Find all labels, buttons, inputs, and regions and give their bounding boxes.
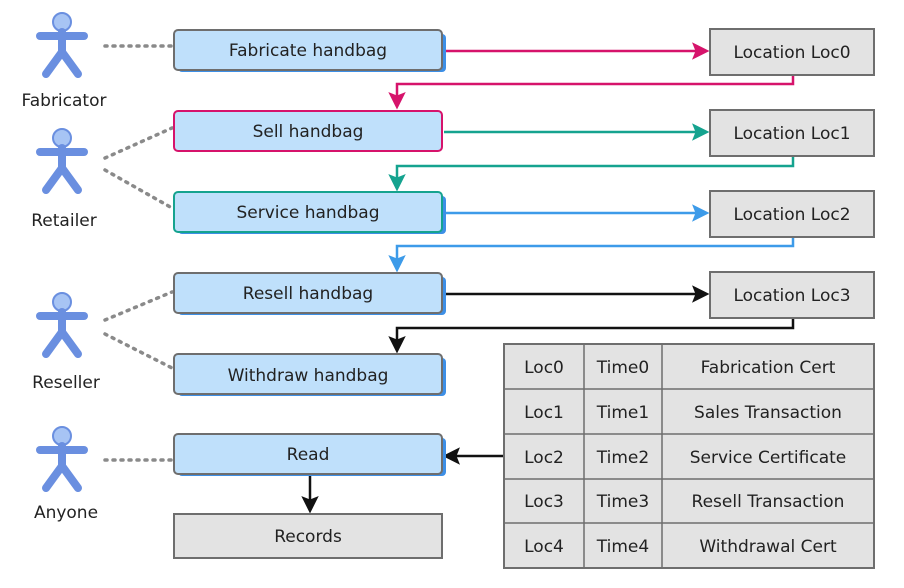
action-resell-label: Resell handbag: [243, 284, 373, 304]
action-fabricate-label: Fabricate handbag: [229, 41, 387, 61]
ledger-cell-time: Time4: [596, 537, 649, 557]
location-loc0-box: Location Loc0: [709, 28, 875, 76]
arrow-loc3-to-withdraw: [388, 318, 795, 354]
retailer-icon: [36, 128, 88, 194]
action-withdraw-label: Withdraw handbag: [228, 366, 389, 386]
actor-label-anyone: Anyone: [34, 503, 98, 523]
action-sell-box[interactable]: Sell handbag: [173, 110, 443, 152]
ledger-cell-record: Fabrication Cert: [701, 358, 836, 378]
ledger-table: Loc0 Time0 Fabrication Cert Loc1 Time1 S…: [503, 343, 875, 569]
location-loc3-rect: [709, 271, 875, 319]
ledger-grid: [504, 344, 874, 568]
action-service-rect: [173, 191, 443, 233]
location-loc3-label: Location Loc3: [733, 286, 850, 306]
ledger-cell-record: Resell Transaction: [692, 492, 845, 512]
ledger-cell-time: Time2: [596, 448, 649, 468]
location-loc1-label: Location Loc1: [733, 124, 850, 144]
association-reseller-withdraw: [103, 332, 174, 370]
association-lines: [103, 44, 174, 462]
ledger-cell-location: Loc3: [524, 492, 564, 512]
ledger-cell-location: Loc0: [524, 358, 564, 378]
ledger-cell-location: Loc1: [524, 403, 564, 423]
ledger-cell-record: Sales Transaction: [694, 403, 842, 423]
actor-label-retailer: Retailer: [31, 211, 97, 231]
arrow-loc1-to-service: [388, 156, 795, 192]
action-sell-label: Sell handbag: [253, 122, 364, 142]
ledger-row: Loc3 Time3 Resell Transaction: [524, 492, 844, 512]
ledger-cell-time: Time3: [596, 492, 649, 512]
reseller-icon: [36, 292, 88, 358]
action-fabricate-box[interactable]: Fabricate handbag: [173, 29, 446, 72]
association-retailer-sell: [103, 126, 174, 160]
action-read-label: Read: [287, 445, 330, 465]
ledger-row: Loc2 Time2 Service Certificate: [524, 448, 846, 468]
association-reseller-resell: [103, 290, 174, 322]
action-withdraw-rect: [173, 353, 443, 395]
records-label: Records: [274, 527, 342, 547]
ledger-row: Loc1 Time1 Sales Transaction: [524, 403, 842, 423]
ledger-table-frame: [503, 343, 875, 569]
action-withdraw-box[interactable]: Withdraw handbag: [173, 353, 446, 396]
location-loc0-rect: [709, 28, 875, 76]
records-box: Records: [173, 513, 443, 559]
actor-reseller: Reseller: [32, 292, 100, 393]
ledger-row: Loc4 Time4 Withdrawal Cert: [524, 537, 837, 557]
ledger-cell-record: Withdrawal Cert: [699, 537, 837, 557]
actor-retailer: Retailer: [31, 128, 97, 231]
anyone-icon: [36, 426, 88, 492]
location-loc1-rect: [709, 109, 875, 157]
actor-label-reseller: Reseller: [32, 373, 100, 393]
ledger-cell-time: Time0: [596, 358, 649, 378]
action-sell-rect: [173, 110, 443, 152]
action-resell-rect: [173, 272, 443, 314]
association-retailer-service: [103, 168, 174, 210]
ledger-cell-location: Loc2: [524, 448, 564, 468]
ledger-cell-location: Loc4: [524, 537, 564, 557]
location-loc2-box: Location Loc2: [709, 190, 875, 238]
location-loc1-box: Location Loc1: [709, 109, 875, 157]
ledger-cell-record: Service Certificate: [690, 448, 847, 468]
action-service-label: Service handbag: [237, 203, 380, 223]
action-read-rect: [173, 433, 443, 475]
records-rect: [173, 513, 443, 559]
fabricator-icon: [36, 12, 88, 78]
arrow-loc2-to-resell: [388, 237, 795, 273]
actor-anyone: Anyone: [34, 426, 98, 523]
ledger-cell-time: Time1: [596, 403, 649, 423]
action-service-box[interactable]: Service handbag: [173, 191, 446, 234]
location-loc2-label: Location Loc2: [733, 205, 850, 225]
action-read-box[interactable]: Read: [173, 433, 446, 476]
action-resell-box[interactable]: Resell handbag: [173, 272, 446, 315]
location-loc3-box: Location Loc3: [709, 271, 875, 319]
action-fabricate-rect: [173, 29, 443, 71]
actor-fabricator: Fabricator: [22, 12, 107, 111]
ledger-row: Loc0 Time0 Fabrication Cert: [524, 358, 836, 378]
location-loc2-rect: [709, 190, 875, 238]
arrow-loc0-to-sell: [388, 75, 795, 110]
location-loc0-label: Location Loc0: [733, 43, 850, 63]
flow-arrows: [301, 42, 795, 514]
actor-label-fabricator: Fabricator: [22, 91, 107, 111]
